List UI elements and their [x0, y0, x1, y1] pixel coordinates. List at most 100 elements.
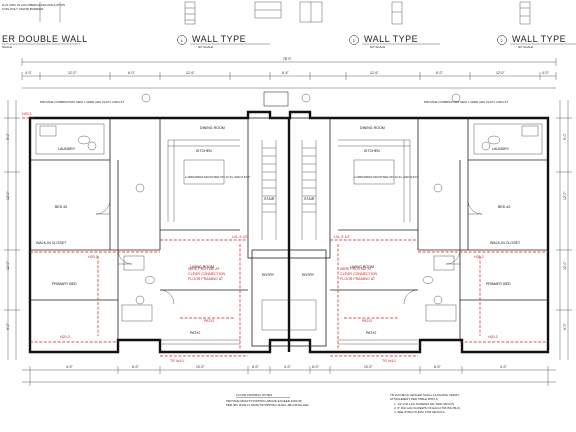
wall-type-number: 3: [353, 39, 355, 43]
footer-notes: FLOOR FRAMING NOTES PROVIDE DRAFTSTOPPIN…: [226, 393, 460, 414]
wall-type-scale: NO SCALE: [518, 45, 533, 49]
dim-seg: 12'-0": [68, 71, 77, 75]
room-label-primary-bed: PRIMARY BED: [52, 282, 77, 286]
smoke-detector-icon: [87, 141, 97, 151]
stair-core: STAIR STAIR ENTRY ENTRY: [261, 140, 317, 331]
header-area: R-21 (FRV IN 2x6) FIBERGLASS INSULATION …: [2, 1, 576, 49]
building-outline: [28, 110, 550, 354]
footer-right-note: 1. 1/2" DIA LAG SCREWS OR THRU BOLTS: [394, 402, 454, 406]
note-kitchen: LUMINAIRES MOUNTED ON 12 IN. AND 9.8 FT: [354, 175, 419, 179]
top-dimensions: 78'-0" 4'-0" 12'-0" 6'-0" 12'-6" 6'-4" 1…: [21, 57, 557, 89]
dim-seg: 6'-4": [282, 71, 290, 75]
note-red-2: CLEAR CONNECTION: [188, 272, 226, 276]
header-tag: LVL-9 1/2": [334, 235, 351, 239]
footer-note: PROVIDE DRAFTSTOPPING ABOVE EXCEED 1000 …: [226, 399, 302, 403]
note-red-1: WIRE PROVIDE AT: [340, 267, 372, 271]
stair-label-left: STAIR: [264, 197, 275, 201]
dim-right: 9'-0": [563, 132, 567, 140]
footer-right-note: 2. 5" DIA LAG SCREWS OF EACH TRUSS (BLK): [394, 406, 460, 410]
wall-type-number: 4: [181, 39, 183, 43]
entry-label-right: ENTRY: [302, 273, 315, 277]
wall-type-number: 2: [501, 39, 503, 43]
room-label-walk-in-closet: WALK-IN CLOSET: [36, 241, 67, 245]
room-label-laundry: LAUNDRY: [492, 147, 510, 151]
right-unit: LAUNDRY BED #2 KITCHEN DINING ROOM LIVIN…: [330, 100, 548, 345]
wall-section-sketches: [39, 1, 531, 25]
room-label-bed2: BED #2: [55, 205, 67, 209]
dim-seg: 6'-0": [128, 71, 136, 75]
bottom-dimensions: 4'-0" 6'-0" 10'-0" 6'-0" 4'-0" 6'-0" 10'…: [22, 365, 556, 386]
dim-total: 78'-0": [283, 57, 292, 61]
dim-seg: 6'-0": [132, 365, 140, 369]
wall-type-0: ER DOUBLE WALL SCALE: [2, 34, 88, 49]
room-label-patio: PATIO: [190, 331, 200, 335]
section-marker-icon: [141, 93, 151, 103]
detail-bubble-icon: [349, 35, 359, 45]
detail-bubble-icon: [177, 35, 187, 45]
smoke-detector-icon: [135, 295, 145, 305]
patio-beam-tag: PATIO: [204, 319, 214, 323]
dim-left: 9'-0": [6, 322, 10, 330]
room-label-primary-bed: PRIMARY BED: [486, 282, 511, 286]
header-tag: H20-3: [488, 335, 498, 339]
wall-type-title: WALL TYPE: [364, 34, 418, 44]
note-red-3: FLOOR FRAMING AT: [340, 277, 376, 281]
header-tag: H20-1: [22, 112, 32, 116]
dim-seg: 12'-6": [370, 71, 379, 75]
wall-type-4: 4 WALL TYPE NO SCALE: [177, 34, 270, 49]
room-label-living: LIVING ROOM: [350, 265, 374, 269]
section-marker-icon: [451, 93, 461, 103]
wall-type-title: ER DOUBLE WALL: [2, 34, 88, 44]
side-dimensions: 9'-0" 12'-0" 12'-0" 9'-0" 9'-0" 12'-0" 1…: [4, 100, 572, 360]
dim-seg: 6'-0": [434, 365, 442, 369]
note-red-2: CLEAR CONNECTION: [340, 272, 378, 276]
wall-type-scale: SCALE: [2, 45, 12, 49]
footer-note: PER IRC R302.12 DRAFTSTOPPING SHALL BE I…: [226, 403, 309, 407]
dim-right: 9'-0": [563, 322, 567, 330]
dim-left: 12'-0": [6, 261, 10, 270]
dim-right: 12'-0": [563, 191, 567, 200]
smoke-detector-icon: [481, 141, 491, 151]
room-label-walk-in-closet: WALK-IN CLOSET: [490, 241, 521, 245]
footer-note-title: FLOOR FRAMING NOTES: [236, 393, 272, 397]
dim-seg: 6'-0": [252, 365, 260, 369]
patio-beam-tag: PATIO: [362, 319, 372, 323]
room-label-bed2: BED #2: [498, 205, 510, 209]
top-note-2: 6 MIL POLY VAPOR BARRIER: [2, 7, 44, 11]
dim-seg: 4'-0": [542, 71, 550, 75]
note-kitchen: LUMINAIRES MOUNTED ON 12 IN. AND 9.8 FT: [185, 175, 250, 179]
wall-type-title: WALL TYPE: [192, 34, 246, 44]
wall-type-scale: NO SCALE: [198, 45, 213, 49]
footer-right-note: ATTACHMENT PER TABLE R507.9: [390, 397, 438, 401]
footer-right-note: 3. SEE STRUCTURAL FOR DETAILS: [394, 410, 445, 414]
dim-left: 12'-0": [6, 191, 10, 200]
dim-seg: 12'-6": [186, 71, 195, 75]
stair-label-right: STAIR: [304, 197, 315, 201]
note-doorway: PROVIDE COMBINATION NEW 1 WIRE ARC FAULT…: [40, 100, 124, 104]
left-unit: LAUNDRY BED #2 KITCHEN DINING ROOM LIVIN…: [30, 100, 250, 345]
header-tag: H20-2: [88, 255, 98, 259]
header-tag: TR 4x10: [382, 359, 396, 363]
dim-seg: 6'-0": [312, 365, 320, 369]
wall-type-2: 2 WALL TYPE NO SCALE: [497, 34, 576, 49]
header-callouts: H20-1 H20-2 H20-3 LVL-9 1/2" LVL-9 1/2" …: [22, 112, 548, 363]
header-tag: TR 4x10: [170, 359, 184, 363]
dim-seg: 4'-0": [500, 365, 508, 369]
room-label-kitchen: KITCHEN: [364, 149, 380, 153]
note-red-1: WIRE PROVIDE AT: [188, 267, 220, 271]
wall-type-title: WALL TYPE: [512, 34, 566, 44]
callout-markers: [141, 91, 461, 107]
footer-right-note: TR 2x6 DECK LEDGER SHALL FLASHING VERIFY: [390, 393, 460, 397]
section-marker-icon: [301, 93, 311, 103]
room-label-patio: PATIO: [366, 331, 376, 335]
entry-label-left: ENTRY: [262, 273, 275, 277]
dim-seg: 4'-0": [284, 365, 292, 369]
header-tag: H20-2: [474, 255, 484, 259]
header-tag: LVL-9 1/2": [232, 235, 249, 239]
note-doorway: PROVIDE COMBINATION NEW 1 WIRE ARC FAULT…: [424, 100, 508, 104]
dim-seg: 12'-0": [496, 71, 505, 75]
wall-type-3: 3 WALL TYPE NO SCALE: [349, 34, 440, 49]
callout-box: [263, 91, 289, 107]
dim-seg: 10'-0": [364, 365, 373, 369]
